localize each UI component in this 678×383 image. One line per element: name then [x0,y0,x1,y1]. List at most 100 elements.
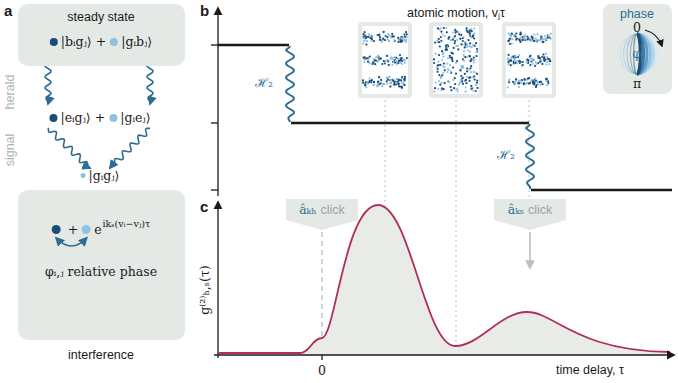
atom-dot [438,74,440,76]
atom-dot [469,32,471,34]
atom-dot [473,61,475,63]
atom-dot [518,61,520,63]
atom-dot [546,84,548,86]
atom-dot [393,35,395,37]
atom-dot [453,36,455,38]
atom-dot [524,34,526,36]
atom-dot [459,69,461,71]
atom-dot [457,90,459,92]
atom-dot [518,54,520,56]
atom-dot [476,73,478,75]
atom-dot [374,63,376,65]
atom-dot [520,82,522,84]
atom-dot [404,36,406,38]
atom-dot [366,81,368,83]
atom-dot [457,48,459,50]
atom-dot [443,27,445,29]
atom-dot [469,80,471,82]
atom-dot [367,61,369,63]
atom-dot [371,39,373,41]
atom-dot [393,39,395,41]
atom-dot [529,38,531,40]
atom-dot [465,79,467,81]
atom-dot [443,62,445,64]
atom-dot [447,69,449,71]
atom-dot [438,41,440,43]
atom-dot [384,39,386,41]
atom-dot [540,81,542,83]
atom-dot [451,52,453,54]
atom-dot [460,79,462,81]
atom-dot [460,75,462,77]
ket: |bᵢgⱼ⟩ [61,34,92,49]
atom-dot [533,33,535,35]
atom-dot [507,59,509,61]
state-dot [82,225,91,234]
text-row: signal [3,134,17,167]
atom-dot [369,56,371,58]
atom-dot [403,59,405,61]
atom-dot [542,54,544,56]
atom-dot [513,62,515,64]
text-row: b [200,2,209,19]
atom-dot [380,58,382,60]
ket: |gᵢgⱼ⟩ [89,168,120,183]
atom-dot [507,40,509,42]
panel-letter: b [200,2,209,19]
atom-dot [459,38,461,40]
atom-dot [454,29,456,31]
atom-dot [534,65,536,67]
atom-dot [450,51,452,53]
atom-dot [387,79,389,81]
state-dot [110,38,118,46]
atom-dot [472,35,474,37]
atom-dot [452,79,454,81]
atom-dot [535,63,537,65]
atom-dot [394,81,396,83]
time-axis [214,354,674,355]
text-row: 0 [318,363,326,378]
atom-dot [380,79,382,81]
atom-dot [545,78,547,80]
atom-dot [518,80,520,82]
atom-dot [476,82,478,84]
atom-dot [467,49,469,51]
atom-dot [521,79,523,81]
atom-dot [437,88,439,90]
tick-label: 0 [318,363,326,378]
atom-dot [464,91,466,93]
atom-dot [472,34,474,36]
atom-dot [404,62,406,64]
atom-dot [476,48,478,50]
atom-dot [438,38,440,40]
emission-wave [110,128,150,168]
atom-dot [382,38,384,40]
atom-dot [537,33,539,35]
atom-dot [377,59,379,61]
atom-dot [508,78,510,80]
atom-dot [453,47,455,49]
atom-dot [541,63,543,65]
atom-dot [437,64,439,66]
atom-dot [472,77,474,79]
atom-dot [405,39,407,41]
atom-dot [527,78,529,80]
atom-dot [466,76,468,78]
atom-dot [475,51,477,53]
atom-dot [455,73,457,75]
atom-dot [398,85,400,87]
atom-dot [377,81,379,83]
text-row: c [200,198,208,215]
atom-dot [402,81,404,83]
atom-dot [520,37,522,39]
atom-dot [399,79,401,81]
atom-dot [460,34,462,36]
atom-dot [469,55,471,57]
atom-dot [473,59,475,61]
text-row: π [633,76,641,91]
phase-arrow [645,30,662,46]
atom-dot [534,78,536,80]
atom-dot [386,77,388,79]
atom-dot [382,83,384,85]
atom-dot [469,76,471,78]
